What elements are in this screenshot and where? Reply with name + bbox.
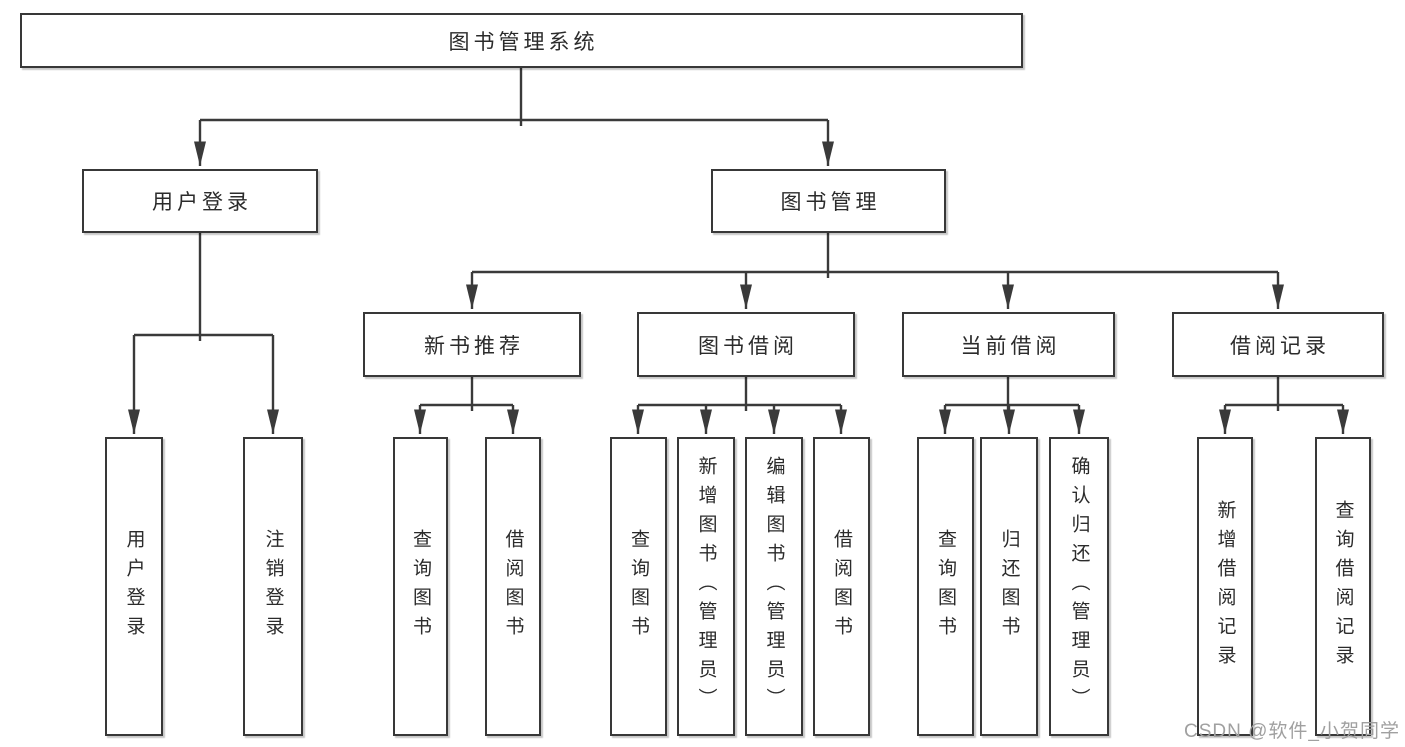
node-label: 借阅记录 [1230, 334, 1330, 358]
node-borrowing-records: 借阅记录 [1172, 312, 1384, 377]
node-label: 归还图书 [998, 528, 1020, 645]
node-leaf-edit-books-admin: 编辑图书（管理员） [745, 437, 803, 736]
connectors-user-login-children [128, 233, 279, 434]
node-label: 借阅图书 [831, 528, 852, 645]
connectors-current-borrow-children [939, 377, 1085, 434]
connectors-new-book-children [414, 377, 519, 434]
node-leaf-user-login: 用户登录 [105, 437, 163, 736]
connectors-borrow-records-children [1219, 377, 1349, 434]
node-leaf-borrow-books-borrowing: 借阅图书 [813, 437, 870, 736]
csdn-watermark: CSDN @软件_小贺同学 [1184, 721, 1400, 742]
node-label: 查询图书 [410, 528, 431, 645]
node-label: 查询借阅记录 [1332, 499, 1354, 674]
connectors-root-to-level2 [194, 68, 834, 166]
node-library-management-system: 图书管理系统 [20, 13, 1023, 68]
node-leaf-query-books-borrowing: 查询图书 [610, 437, 667, 736]
node-book-borrowing: 图书借阅 [637, 312, 855, 377]
node-new-book-recommendation: 新书推荐 [363, 312, 581, 377]
node-label: 确认归还（管理员） [1068, 456, 1090, 717]
connectors-book-borrow-children [632, 377, 847, 434]
node-label: 用户登录 [123, 528, 145, 645]
node-current-borrowing: 当前借阅 [902, 312, 1115, 377]
node-label: 借阅图书 [502, 528, 524, 645]
node-label: 新增借阅记录 [1214, 499, 1236, 674]
node-label: 当前借阅 [960, 334, 1061, 358]
node-leaf-return-books: 归还图书 [980, 437, 1038, 736]
node-leaf-add-books-admin: 新增图书（管理员） [677, 437, 735, 736]
node-leaf-query-books-current: 查询图书 [917, 437, 974, 736]
node-label: 图书借阅 [698, 334, 798, 358]
node-book-management: 图书管理 [711, 169, 946, 233]
node-leaf-logout: 注销登录 [243, 437, 303, 736]
node-leaf-borrow-books-recommend: 借阅图书 [485, 437, 541, 736]
node-leaf-add-borrow-record: 新增借阅记录 [1197, 437, 1253, 736]
node-label: 图书管理 [780, 191, 881, 214]
node-label: 编辑图书（管理员） [763, 456, 785, 717]
node-leaf-query-borrow-record: 查询借阅记录 [1315, 437, 1371, 736]
connectors-book-mgmt-children [466, 233, 1284, 309]
node-label: 新书推荐 [424, 334, 524, 358]
node-label: 图书管理系统 [448, 30, 599, 54]
node-leaf-query-books-recommend: 查询图书 [393, 437, 448, 736]
node-label: 注销登录 [262, 528, 284, 645]
node-label: 新增图书（管理员） [695, 456, 717, 717]
node-label: 用户登录 [152, 191, 252, 214]
node-label: 查询图书 [935, 528, 956, 645]
node-leaf-confirm-return-admin: 确认归还（管理员） [1049, 437, 1109, 736]
node-label: 查询图书 [628, 528, 649, 645]
node-user-login: 用户登录 [82, 169, 318, 233]
